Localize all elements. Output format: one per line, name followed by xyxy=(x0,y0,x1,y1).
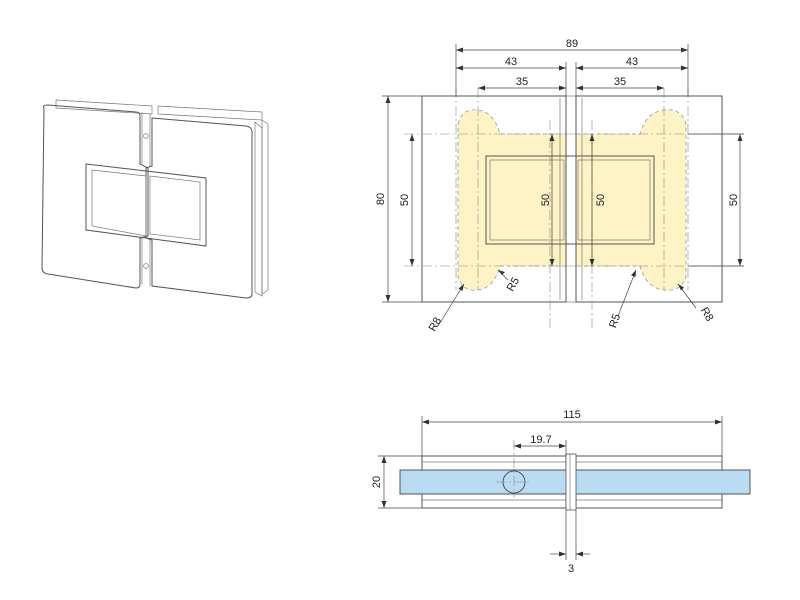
dim-hole-height-right: 50 xyxy=(728,194,740,206)
radius-r8-right: R8 xyxy=(698,305,715,323)
radius-r5-right: R5 xyxy=(607,312,623,329)
radius-r5-left: R5 xyxy=(505,275,522,293)
dim-thickness: 20 xyxy=(371,476,383,488)
dim-overall-length: 115 xyxy=(563,409,581,421)
section-view: 115 19.7 20 3 xyxy=(371,409,751,575)
right-front-plate xyxy=(575,95,723,303)
right-plate xyxy=(145,117,253,299)
dim-half-width-left: 43 xyxy=(505,56,517,68)
isometric-view xyxy=(41,99,269,299)
left-front-plate xyxy=(421,95,567,303)
right-highlight xyxy=(575,109,687,291)
left-plate xyxy=(41,104,149,289)
dim-cutout-height-left: 50 xyxy=(540,194,552,206)
dim-hole-span-right: 35 xyxy=(614,76,626,88)
dim-hole-span-left: 35 xyxy=(516,76,528,88)
dim-half-width-right: 43 xyxy=(626,56,638,68)
dim-hole-height-left: 50 xyxy=(399,194,411,206)
dim-overall-height: 80 xyxy=(375,193,387,205)
dim-hole-offset: 19.7 xyxy=(530,434,551,446)
dim-gap: 3 xyxy=(568,563,574,575)
radius-r8-left: R8 xyxy=(427,315,444,333)
dim-overall-width: 89 xyxy=(566,38,578,50)
dim-cutout-height-right: 50 xyxy=(595,194,607,206)
front-view: 89 43 43 35 35 80 50 xyxy=(375,38,744,334)
